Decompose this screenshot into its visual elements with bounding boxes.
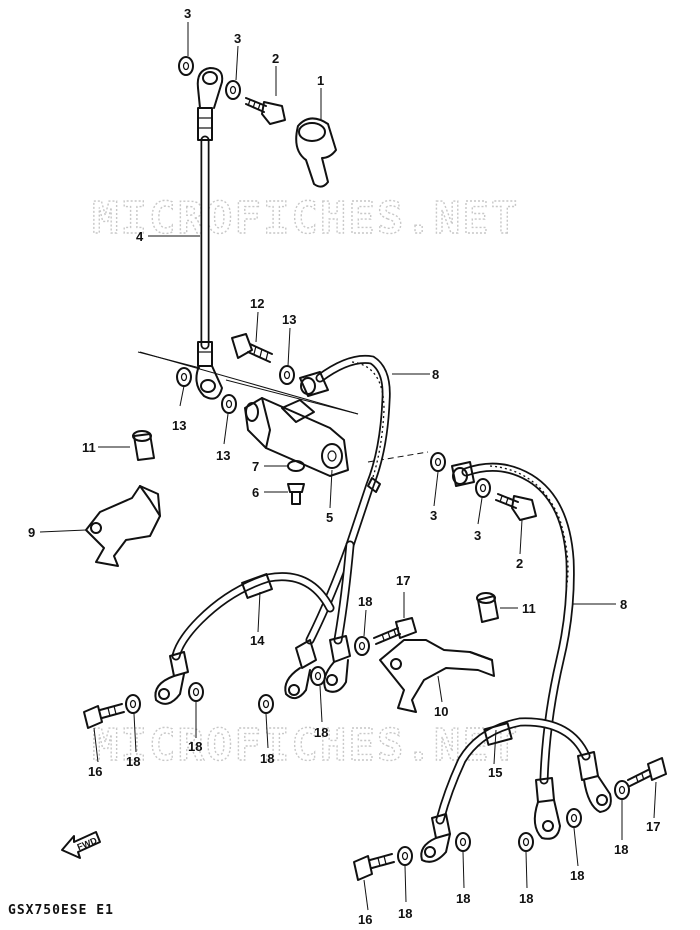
part-14-hose (154, 572, 335, 705)
part-15-hose (420, 717, 612, 863)
callout-3: 3 (474, 528, 481, 543)
callout-4: 4 (136, 229, 144, 244)
part-12-banjo-bolt (231, 333, 273, 363)
callout-18: 18 (358, 594, 372, 609)
callout-2: 2 (272, 51, 279, 66)
part-18-washer-4 (310, 666, 326, 686)
model-code: GSX750ESE E1 (8, 903, 114, 918)
callout-18: 18 (314, 725, 328, 740)
part-3-washer-top-left (178, 56, 194, 76)
part-4-upper-hose (195, 67, 224, 400)
callout-2: 2 (516, 556, 523, 571)
callout-8: 8 (620, 597, 627, 612)
callout-5: 5 (326, 510, 333, 525)
part-2-banjo-bolt-right (495, 493, 537, 521)
callout-13: 13 (216, 448, 230, 463)
part-18-washer-9 (566, 808, 582, 828)
part-18-washer-2 (188, 682, 204, 702)
callout-17: 17 (396, 573, 410, 588)
part-18-washer-3 (258, 694, 274, 714)
part-18-washer-10 (614, 780, 630, 800)
callout-6: 6 (252, 485, 259, 500)
callout-13: 13 (172, 418, 186, 433)
fwd-arrow-icon: FWD (61, 831, 101, 859)
part-18-washer-1 (125, 694, 141, 714)
part-10-clamp (379, 639, 495, 713)
part-3-washer-right-lower (475, 478, 491, 498)
callout-18: 18 (260, 751, 274, 766)
callout-11: 11 (522, 601, 536, 616)
part-11-grommet-left (132, 430, 155, 461)
callout-16: 16 (88, 764, 102, 779)
callout-13: 13 (282, 312, 296, 327)
part-8-hose-right (451, 461, 575, 840)
part-13-washer-right (279, 365, 295, 385)
callout-7: 7 (252, 459, 259, 474)
part-13-washer-middle (221, 394, 237, 414)
callout-16: 16 (358, 912, 372, 927)
callout-labels: 3 3 2 1 4 12 13 13 13 8 11 7 6 5 3 3 2 9… (28, 6, 660, 927)
part-16-bolt-left (83, 703, 125, 729)
callout-18: 18 (519, 891, 533, 906)
part-17-bolt-middle (373, 617, 417, 645)
leader-lines (39, 22, 657, 911)
part-16-bolt-right (353, 853, 395, 881)
callout-11: 11 (82, 440, 96, 455)
callout-3: 3 (430, 508, 437, 523)
part-1-cap (295, 117, 337, 188)
part-8-hose-left (284, 354, 391, 700)
part-17-bolt-right (627, 757, 667, 787)
callout-18: 18 (456, 891, 470, 906)
part-18-washer-6 (397, 846, 413, 866)
part-18-washer-8 (518, 832, 534, 852)
callout-3: 3 (234, 31, 241, 46)
part-13-washer-left (176, 367, 192, 387)
callout-18: 18 (188, 739, 202, 754)
callout-15: 15 (488, 765, 502, 780)
part-9-clamp (85, 485, 161, 567)
fwd-label: FWD (76, 835, 99, 852)
callout-14: 14 (250, 633, 265, 648)
part-5-three-way-joint (244, 397, 349, 477)
part-18-washer-5 (354, 636, 370, 656)
part-3-washer-top-right (225, 80, 241, 100)
callout-9: 9 (28, 525, 35, 540)
part-6-bolt (287, 483, 305, 505)
callout-3: 3 (184, 6, 191, 21)
part-3-washer-right-upper (430, 452, 446, 472)
part-11-grommet-right (476, 592, 499, 623)
part-7-washer (287, 460, 305, 472)
part-18-washer-7 (455, 832, 471, 852)
callout-18: 18 (126, 754, 140, 769)
callout-18: 18 (570, 868, 584, 883)
watermark-bottom: MICROFICHES.NET (92, 720, 519, 771)
callout-17: 17 (646, 819, 660, 834)
callout-18: 18 (398, 906, 412, 921)
callout-1: 1 (317, 73, 324, 88)
callout-8: 8 (432, 367, 439, 382)
callout-18: 18 (614, 842, 628, 857)
part-2-banjo-bolt-top (245, 97, 286, 125)
callout-10: 10 (434, 704, 448, 719)
callout-12: 12 (250, 296, 264, 311)
